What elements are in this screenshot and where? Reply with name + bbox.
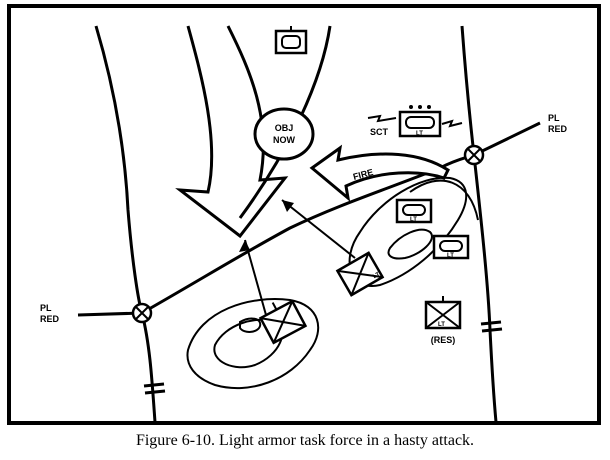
phase-line-right-label-2: RED — [548, 124, 568, 134]
assault-unit-left — [258, 299, 308, 345]
light-vehicle-1: LT — [395, 198, 433, 224]
assault-unit-right: LT — [335, 251, 385, 297]
road-left — [94, 25, 157, 423]
svg-text:LT: LT — [372, 271, 381, 280]
advance-arrow-1 — [239, 239, 267, 316]
objective-circle — [253, 107, 315, 161]
phase-line-left-label-1: PL — [40, 303, 52, 313]
crossing-left — [131, 302, 153, 324]
scout-label: SCT — [370, 127, 389, 137]
crossing-right — [463, 144, 485, 166]
scout-unit-type: LT — [416, 131, 423, 137]
reserve-unit: LT — [424, 296, 462, 330]
advance-arrow-2 — [281, 199, 356, 259]
road-break-right — [480, 320, 503, 333]
scout-screen-left — [367, 114, 397, 123]
phase-line-left-label-2: RED — [40, 314, 60, 324]
road-right — [460, 25, 498, 423]
diagram-frame — [7, 4, 601, 425]
fire-arrow — [309, 144, 450, 202]
hill-contours-left — [186, 298, 320, 390]
reserve-unit-type: LT — [438, 322, 445, 328]
objective-label-line1: OBJ — [275, 123, 294, 133]
hq-unit-symbol — [274, 26, 308, 55]
light-vehicle-2: LT — [432, 234, 470, 260]
maneuver-arrow — [175, 25, 289, 239]
right-contour-tail — [409, 179, 479, 221]
light-vehicle-2-type: LT — [447, 253, 454, 259]
light-vehicle-1-type: LT — [410, 217, 417, 223]
scout-screen-right — [441, 119, 463, 128]
objective-label-line2: NOW — [273, 135, 296, 145]
scout-unit: LT — [398, 105, 442, 138]
reserve-label: (RES) — [431, 335, 456, 345]
phase-line-right-label-1: PL — [548, 113, 560, 123]
figure-caption: Figure 6-10. Light armor task force in a… — [135, 432, 475, 449]
phase-line-red — [77, 121, 541, 317]
road-break-left — [143, 382, 166, 395]
